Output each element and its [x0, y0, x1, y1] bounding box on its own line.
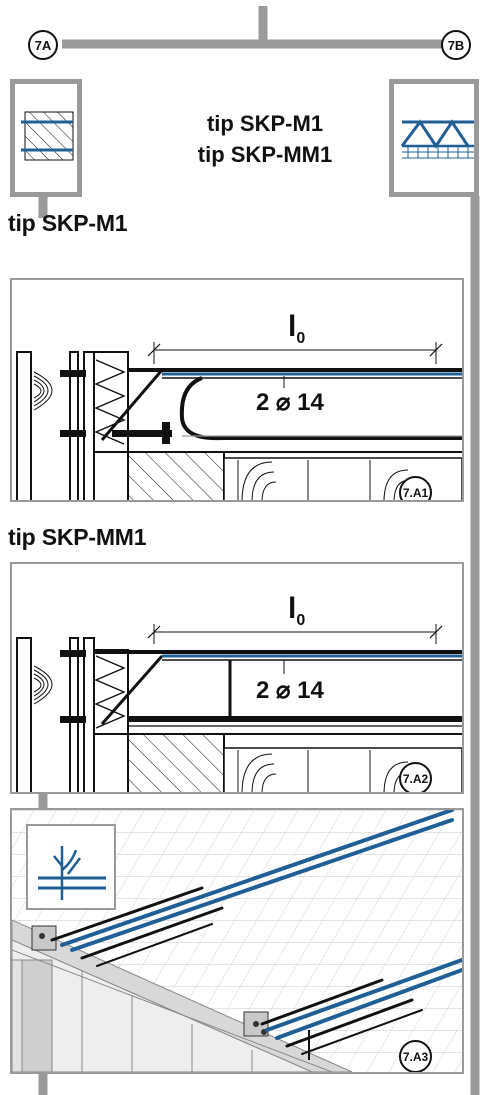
solid-slab-icon-box — [10, 79, 82, 197]
ref-7a1-label: 7.A1 — [402, 485, 429, 500]
section-drawing-1 — [16, 342, 462, 500]
length-label-1: l0 — [288, 310, 305, 348]
title-line-2: tip SKP-MM1 — [197, 142, 333, 167]
bar-diameter: 14 — [297, 677, 324, 704]
section-drawing-2 — [16, 624, 462, 792]
bar-diameter-symbol: ⌀ — [276, 389, 291, 416]
length-label-2: l0 — [288, 592, 305, 630]
length-subscript: 0 — [296, 330, 306, 347]
ref-bubble-7a1: 7.A1 — [399, 476, 432, 500]
ref-bubble-7a2: 7.A2 — [399, 762, 432, 792]
lattice-girder-icon — [400, 119, 474, 159]
section-heading-2: tip SKP-MM1 — [8, 524, 147, 550]
bar-count: 2 — [256, 677, 270, 704]
solid-slab-icon — [21, 111, 74, 161]
detail-panel-3: 7.A3 — [10, 808, 464, 1074]
length-subscript: 0 — [296, 612, 306, 629]
ref-7a2-label: 7.A2 — [402, 771, 429, 786]
bar-count: 2 — [256, 389, 270, 416]
page-title: tip SKP-M1 tip SKP-MM1 — [160, 108, 370, 170]
title-line-1: tip SKP-M1 — [206, 111, 324, 136]
bar-diameter: 14 — [297, 389, 324, 416]
ref-bubble-7b: 7B — [441, 30, 471, 60]
tie-wire-icon-box — [26, 824, 116, 910]
rebar-label-2: 2 ⌀ 14 — [256, 676, 324, 705]
bar-diameter-symbol: ⌀ — [276, 677, 291, 704]
lattice-girder-icon-box — [389, 79, 479, 197]
detail-panel-2: l0 2 ⌀ 14 7.A2 — [10, 562, 464, 794]
ref-7b-label: 7B — [447, 37, 465, 53]
length-symbol: l — [288, 310, 297, 343]
ref-bubble-7a3: 7.A3 — [399, 1040, 432, 1072]
detail-panel-1: l0 2 ⌀ 14 7.A1 — [10, 278, 464, 502]
rebar-label-1: 2 ⌀ 14 — [256, 388, 324, 417]
ref-7a-label: 7A — [34, 37, 52, 53]
section-heading-1: tip SKP-M1 — [8, 210, 128, 236]
tie-wire-icon — [38, 846, 106, 900]
ref-bubble-7a: 7A — [28, 30, 58, 60]
ref-7a3-label: 7.A3 — [402, 1049, 429, 1064]
length-symbol: l — [288, 592, 297, 625]
